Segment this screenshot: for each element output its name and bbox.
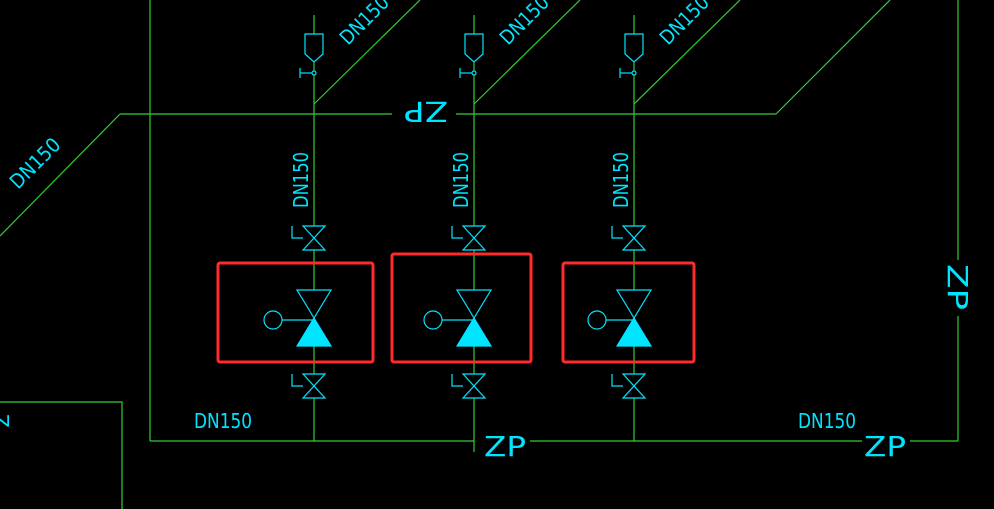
check-valve-icon	[299, 33, 324, 78]
pressure-reducing-valve-left[interactable]	[216, 261, 375, 364]
diagonal-pipe-left	[0, 113, 121, 237]
lower-header-size-label-left: DN150	[194, 409, 252, 433]
gate-valves	[291, 225, 647, 399]
branch-size-label-right: DN150	[609, 152, 633, 208]
valve-actuator-icon	[263, 310, 283, 330]
highlight-box-right	[561, 261, 696, 364]
valve-actuator-icon	[423, 310, 443, 330]
bowtie-valve-icon	[451, 225, 487, 251]
branch-size-label-middle: DN150	[449, 152, 473, 208]
highlight-box-left	[216, 261, 375, 364]
pipe-network	[0, 0, 959, 509]
pressure-reducing-valve-icon	[615, 289, 653, 320]
diagonal-pipe-branch-2	[473, 0, 581, 105]
zp-label-right-riser: ZP	[941, 264, 974, 310]
pressure-reducing-valve-middle[interactable]	[390, 252, 533, 364]
pressure-reducing-valve-icon	[455, 289, 493, 320]
pressure-reducing-valve-icon	[295, 289, 333, 320]
check-valve-icon	[459, 33, 484, 78]
branch-size-label-left: DN150	[289, 152, 313, 208]
diagonal-pipe-branch-3	[633, 0, 741, 105]
valve-lower-half	[455, 316, 493, 347]
bowtie-valve-icon	[451, 373, 487, 399]
top-fittings	[299, 33, 644, 78]
bowtie-valve-icon	[291, 373, 327, 399]
valve-actuator-icon	[587, 310, 607, 330]
zp-label-lower-right: ZP	[864, 430, 906, 463]
bowtie-valve-icon	[611, 373, 647, 399]
check-valve-icon	[619, 33, 644, 78]
valve-lower-half	[295, 316, 333, 347]
left-edge-glyph: Z	[0, 414, 13, 428]
equipment-outline	[0, 401, 123, 509]
highlight-box-middle	[390, 252, 533, 364]
diagonal-pipe-right	[775, 0, 891, 115]
zp-label-upper-header: ZP	[404, 95, 448, 128]
valve-lower-half	[615, 316, 653, 347]
zp-label-lower-middle: ZP	[484, 430, 526, 463]
bowtie-valve-icon	[291, 225, 327, 251]
lower-header-size-label-right: DN150	[798, 409, 856, 433]
pressure-reducing-valve-right[interactable]	[561, 261, 696, 364]
diagonal-pipe-branch-1	[313, 0, 421, 105]
bowtie-valve-icon	[611, 225, 647, 251]
pressure-reducing-valves	[216, 252, 696, 364]
